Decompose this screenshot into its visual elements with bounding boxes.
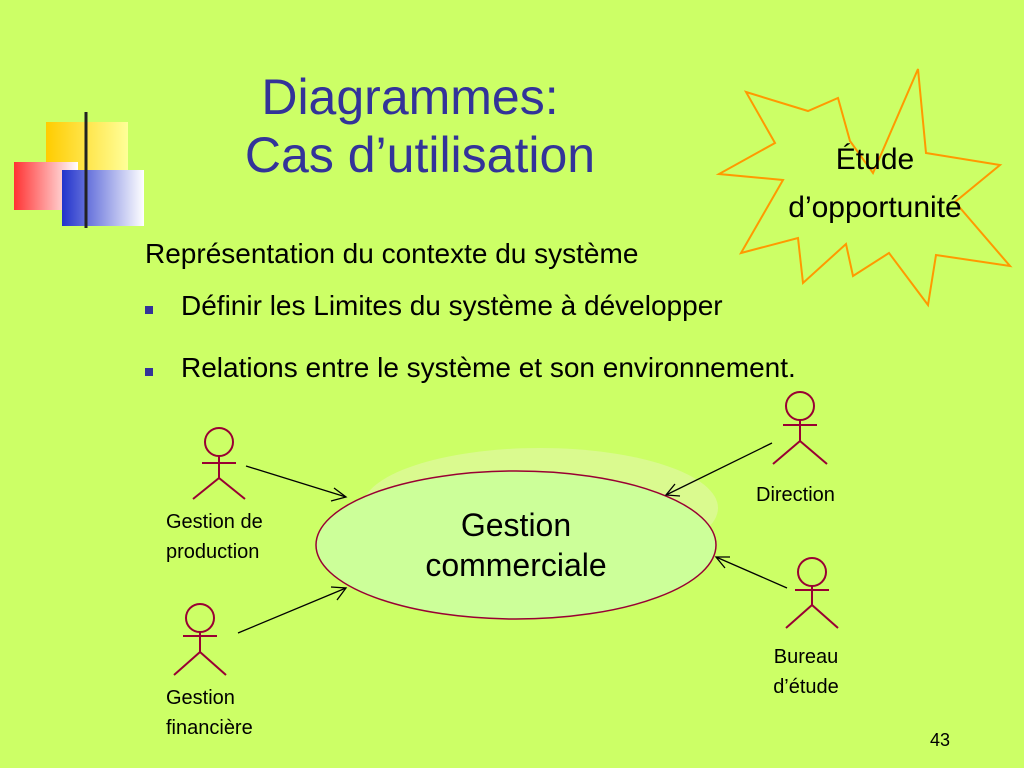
arrow-financiere xyxy=(237,587,347,634)
arrow-direction xyxy=(665,442,773,496)
actor-label-line2: financière xyxy=(166,717,253,739)
actor-icon-financiere xyxy=(173,603,227,676)
badge-label-line1: Étude xyxy=(835,143,915,176)
actor-icon-direction xyxy=(772,391,828,465)
actor-label-bureau: Bureau d’étude xyxy=(760,642,852,702)
bullet-text: Relations entre le système et son enviro… xyxy=(181,352,796,383)
actor-label-production: Gestion de production xyxy=(166,507,263,567)
slide-title-line2: Cas d’utilisation xyxy=(244,127,596,183)
bullet-square-icon xyxy=(145,368,153,376)
actor-label-line1: Gestion de xyxy=(166,511,263,533)
page-number: 43 xyxy=(930,730,951,750)
use-case-label-line1: Gestion xyxy=(460,507,572,543)
actor-label-line1: Gestion xyxy=(166,687,235,709)
bullet-text: Définir les Limites du système à dévelop… xyxy=(181,290,723,321)
badge-starburst xyxy=(715,68,1013,308)
section-subtitle: Représentation du contexte du système xyxy=(145,238,639,269)
actor-label-line1: Bureau xyxy=(773,646,839,668)
arrowhead-production xyxy=(330,487,348,502)
actor-label-line2: production xyxy=(166,541,260,563)
actor-icon-production xyxy=(192,427,246,500)
actor-label-financiere: Gestion financière xyxy=(166,683,253,743)
bullet-square-icon xyxy=(145,306,153,314)
arrow-bureau xyxy=(715,556,788,589)
badge-label-line2: d’opportunité xyxy=(788,191,962,224)
slide-title-line1: Diagrammes: xyxy=(261,69,559,125)
actor-label-line1: Direction xyxy=(756,484,835,506)
arrow-production xyxy=(245,465,347,498)
actor-label-line2: d’étude xyxy=(773,676,839,698)
association-arrows xyxy=(237,442,788,634)
arrowhead-bureau xyxy=(714,556,730,569)
arrowhead-financiere xyxy=(330,586,348,601)
actor-label-direction: Direction xyxy=(756,480,835,510)
use-case-label-line2: commerciale xyxy=(425,547,607,583)
arrowhead-direction xyxy=(664,483,681,497)
use-case-ellipse xyxy=(315,470,717,620)
actor-icon-bureau xyxy=(785,557,839,629)
use-case-label: Gestion commerciale xyxy=(376,505,656,585)
